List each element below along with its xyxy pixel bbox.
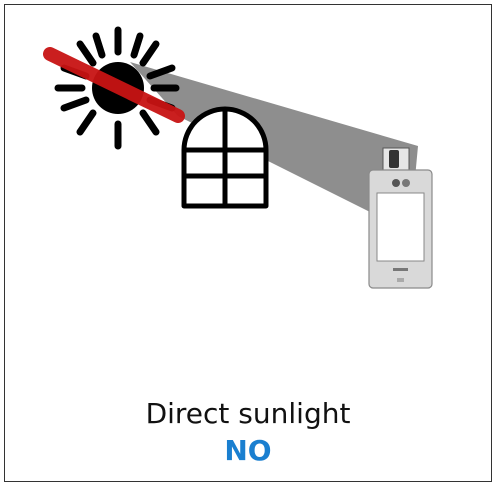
caption-label: Direct sunlight (4, 397, 492, 430)
verdict-badge: NO (4, 434, 492, 467)
arched-window-icon (184, 109, 266, 206)
